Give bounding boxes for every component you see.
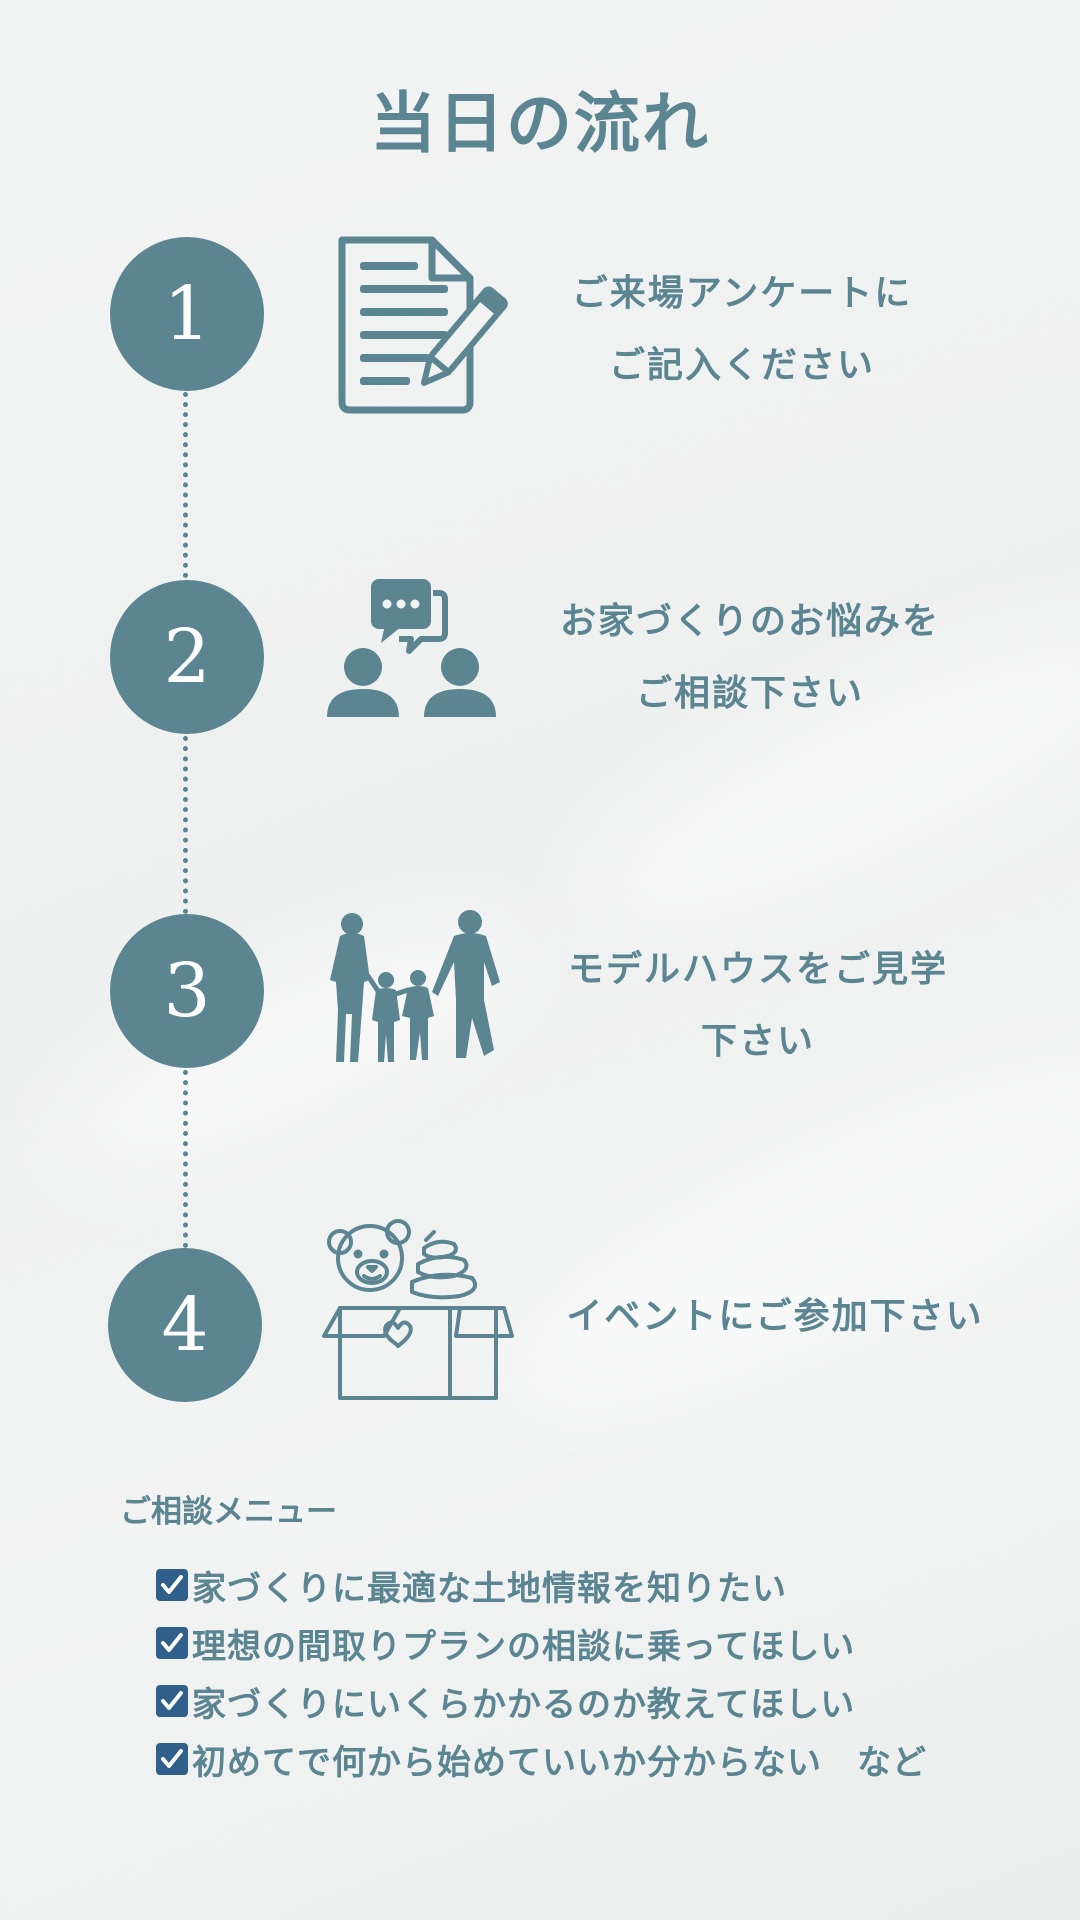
document-pencil-icon [330, 230, 510, 415]
toy-box-icon [322, 1210, 517, 1405]
consultation-chat-icon [325, 575, 505, 720]
step-number-circle: 3 [110, 914, 264, 1068]
step-connector [183, 1070, 188, 1248]
menu-item-text: 初めてで何から始めていいか分からない など [192, 1742, 927, 1783]
step-4-description: イベントにご参加下さい [555, 1281, 995, 1353]
consultation-menu-title: ご相談メニュー [120, 1494, 337, 1530]
step-text-line: お家づくりのお悩みを [559, 601, 940, 642]
step-text-line: ご記入ください [608, 345, 875, 386]
menu-item-text: 理想の間取りプランの相談に乗ってほしい [192, 1626, 856, 1667]
step-text-line: 下さい [700, 1021, 815, 1062]
list-item: 初めてで何から始めていいか分からない など [156, 1730, 927, 1788]
checkbox-checked-icon [156, 1569, 188, 1601]
checkbox-checked-icon [156, 1685, 188, 1717]
page-title: 当日の流れ [370, 85, 710, 162]
step-connector [183, 736, 188, 914]
step-number-circle: 1 [110, 237, 264, 391]
step-2-description: お家づくりのお悩みを ご相談下さい [540, 586, 960, 730]
step-text-line: モデルハウスをご見学 [567, 949, 948, 990]
step-number-circle: 2 [110, 580, 264, 734]
step-connector [183, 392, 188, 578]
step-3-description: モデルハウスをご見学 下さい [548, 934, 968, 1078]
list-item: 理想の間取りプランの相談に乗ってほしい [156, 1614, 927, 1672]
list-item: 家づくりにいくらかかるのか教えてほしい [156, 1672, 927, 1730]
checkbox-checked-icon [156, 1743, 188, 1775]
step-number-circle: 4 [108, 1248, 262, 1402]
step-text-line: ご相談下さい [635, 673, 864, 714]
menu-item-text: 家づくりにいくらかかるのか教えてほしい [192, 1684, 856, 1725]
menu-item-text: 家づくりに最適な土地情報を知りたい [192, 1568, 787, 1609]
family-walking-icon [322, 910, 512, 1070]
list-item: 家づくりに最適な土地情報を知りたい [156, 1556, 927, 1614]
consultation-menu-list: 家づくりに最適な土地情報を知りたい 理想の間取りプランの相談に乗ってほしい 家づ… [156, 1556, 927, 1788]
checkbox-checked-icon [156, 1627, 188, 1659]
step-text-line: イベントにご参加下さい [566, 1296, 984, 1337]
step-1-description: ご来場アンケートに ご記入ください [532, 258, 952, 402]
step-text-line: ご来場アンケートに [571, 273, 913, 314]
